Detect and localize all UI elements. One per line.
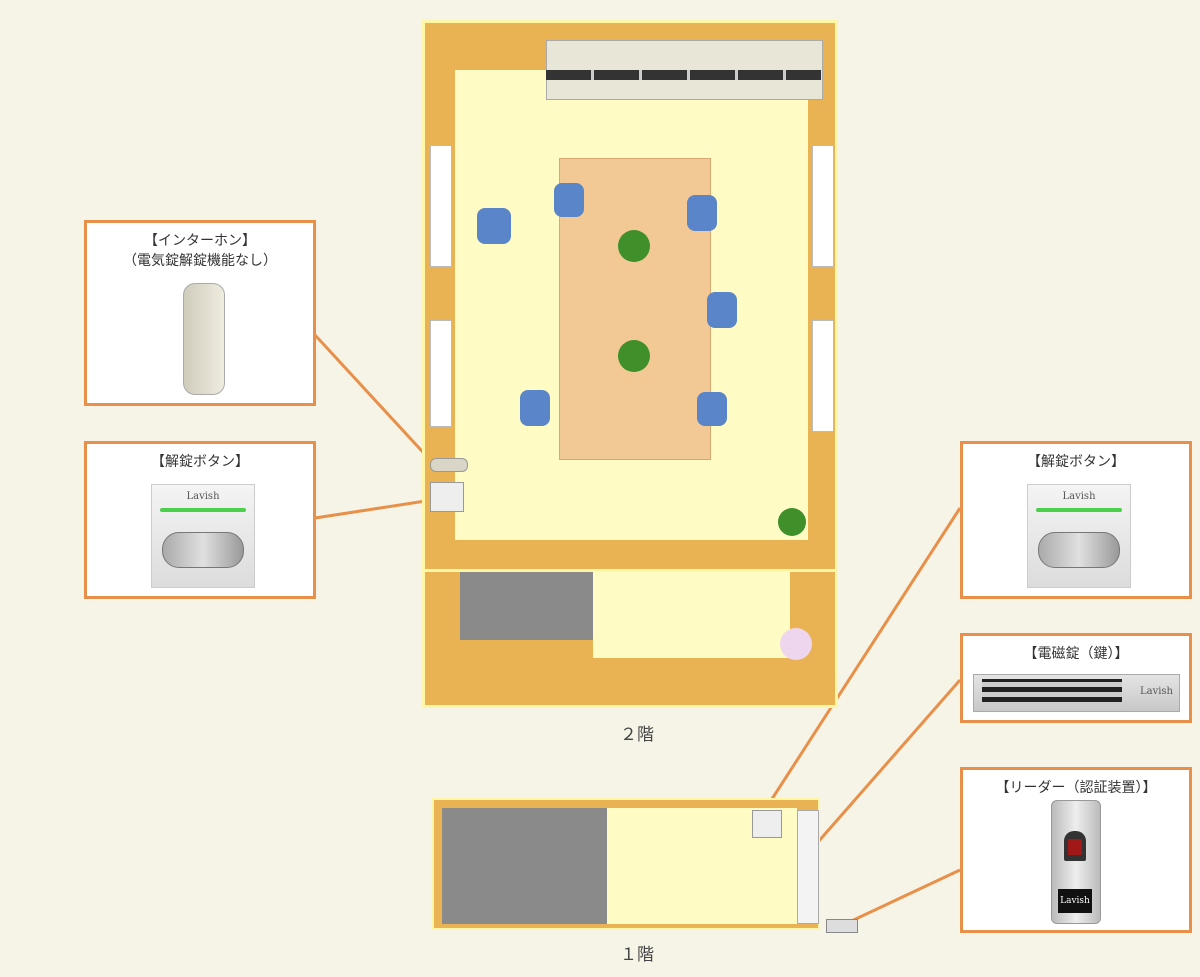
cabinet-drawers (546, 70, 821, 80)
unlock-button-image: Lavish (1027, 484, 1131, 588)
push-plate (1038, 532, 1120, 568)
brand-label: Lavish (186, 491, 220, 502)
fingerprint-sensor-icon (1064, 831, 1086, 861)
intercom-connector (313, 333, 434, 464)
intercom-callout: 【インターホン】 （電気錠解錠機能なし） (84, 220, 316, 406)
unlock-button-callout-right: 【解錠ボタン】 Lavish (960, 441, 1192, 599)
chair (707, 292, 737, 328)
reader-connector (844, 868, 961, 926)
maglock-image: Lavish (973, 674, 1180, 712)
brand-label: Lavish (1058, 889, 1092, 913)
unlock-button-device (752, 810, 782, 838)
chair (697, 392, 727, 426)
floor-label-2f: ２階 (620, 725, 654, 745)
first-floor-plan (432, 798, 820, 930)
maglock-connector (816, 679, 962, 843)
magnet-plates (982, 679, 1122, 707)
floor-label-1f: １階 (620, 945, 654, 965)
unlock-button-callout-left: 【解錠ボタン】 Lavish (84, 441, 316, 599)
window-left (430, 320, 452, 427)
unlock-title: 【解錠ボタン】 (1027, 454, 1125, 470)
unlock-button-image: Lavish (151, 484, 255, 588)
hall-floor (593, 572, 790, 658)
unlock-right-connector (768, 507, 962, 803)
status-led (1036, 508, 1122, 512)
intercom-title: 【インターホン】 (144, 233, 256, 249)
window-left (430, 145, 452, 267)
unlock-left-connector (314, 498, 433, 520)
reader-device (826, 919, 858, 933)
brand-label: Lavish (1062, 491, 1096, 502)
round-table (780, 628, 812, 660)
second-floor-plan (422, 20, 838, 708)
intercom-device (430, 458, 468, 472)
desk-island (559, 158, 711, 460)
staircase (442, 808, 607, 924)
reader-title: 【リーダー（認証装置）】 (995, 780, 1157, 796)
maglock-title: 【電磁錠（鍵）】 (1023, 646, 1129, 662)
reader-callout: 【リーダー（認証装置）】 Lavish (960, 767, 1192, 933)
window-right (812, 320, 834, 432)
staircase (460, 572, 608, 640)
chair (520, 390, 550, 426)
unlock-title: 【解錠ボタン】 (151, 454, 249, 470)
reader-image: Lavish (1051, 800, 1101, 924)
push-plate (162, 532, 244, 568)
window-right (812, 145, 834, 267)
plant (618, 230, 650, 262)
chair (477, 208, 511, 244)
intercom-handset-icon (183, 283, 225, 395)
brand-label: Lavish (1139, 686, 1173, 697)
plant (778, 508, 806, 536)
plant (618, 340, 650, 372)
maglock-callout: 【電磁錠（鍵）】 Lavish (960, 633, 1192, 723)
intercom-subtitle: （電気錠解錠機能なし） (123, 253, 277, 269)
chair (554, 183, 584, 217)
door (797, 810, 819, 924)
chair (687, 195, 717, 231)
status-led (160, 508, 246, 512)
unlock-button-device (430, 482, 464, 512)
